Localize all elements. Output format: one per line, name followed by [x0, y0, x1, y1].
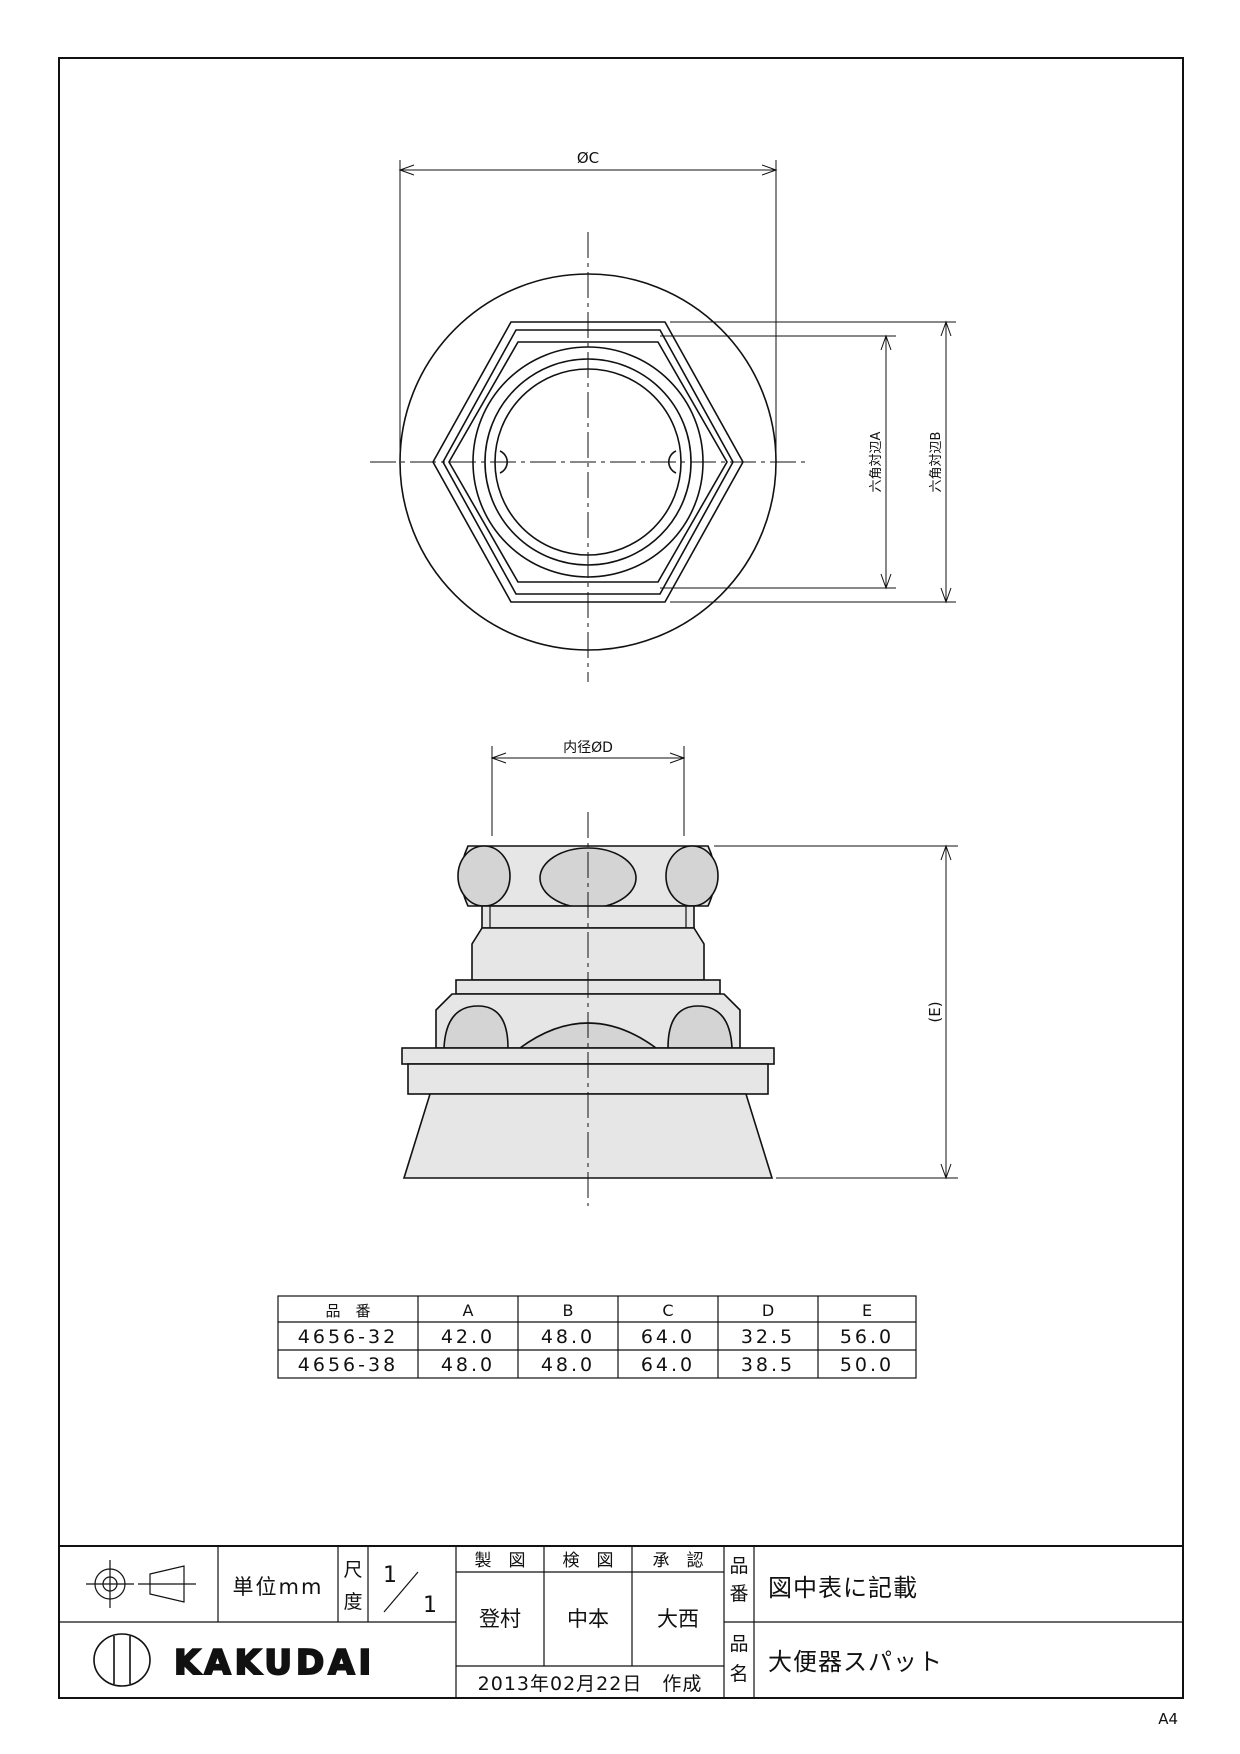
- part-name-label-1: 品: [729, 1633, 748, 1655]
- nut-window-right: [665, 845, 719, 907]
- spec-row2-d: 38.5: [741, 1354, 795, 1376]
- name-drafter: 登村: [479, 1607, 521, 1631]
- role-drafter: 製 図: [475, 1551, 526, 1571]
- dim-c-arrow-right: [761, 164, 778, 176]
- dim-e-arrow-top: [940, 844, 952, 861]
- nut-window-left: [457, 845, 511, 907]
- dim-d-label: 内径ØD: [563, 740, 613, 756]
- top-view: ØC 六角対辺A 六角対辺B: [370, 149, 956, 682]
- dim-b-label: 六角対辺B: [929, 432, 944, 493]
- dim-e-label: (E): [926, 1001, 944, 1022]
- scale-slash: [383, 1571, 419, 1613]
- title-block: 単位mm 尺 度 1 1 製 図 検 図 承 認 登村 中本 大西 2013年0…: [59, 1545, 1183, 1698]
- spec-header-a: A: [463, 1301, 474, 1320]
- part-name-value: 大便器スパット: [768, 1648, 943, 1676]
- spec-row1-d: 32.5: [741, 1326, 795, 1348]
- inner-hex-body: [448, 341, 728, 583]
- spec-row2-a: 48.0: [441, 1354, 495, 1376]
- dim-e-arrow-bottom: [940, 1163, 952, 1180]
- dim-b-arrow-bottom: [940, 587, 952, 604]
- spec-row2-c: 64.0: [641, 1354, 695, 1376]
- dim-a-label: 六角対辺A: [869, 431, 884, 492]
- spec-row2-b: 48.0: [541, 1354, 595, 1376]
- spec-table: 品 番 A B C D E 4656-32 42.0 48.0 64.0 32.…: [277, 1295, 917, 1379]
- spec-header-e: E: [862, 1301, 872, 1320]
- dim-c-arrow-left: [398, 164, 415, 176]
- spec-row1-c: 64.0: [641, 1326, 695, 1348]
- dim-a-arrow-top: [880, 334, 892, 351]
- scale-label-1: 尺: [343, 1559, 362, 1581]
- part-no-label-2: 番: [729, 1583, 748, 1605]
- role-checker: 検 図: [563, 1551, 614, 1571]
- paper-size-label: A4: [1158, 1710, 1178, 1728]
- lock-nut-face-left: [443, 1005, 509, 1049]
- lock-nut-face-right: [667, 1005, 733, 1049]
- dim-c-label: ØC: [577, 149, 599, 167]
- scale-label-2: 度: [343, 1591, 362, 1613]
- spec-table-border: [277, 1295, 917, 1379]
- part-no-value: 図中表に記載: [768, 1574, 918, 1602]
- role-approver: 承 認: [653, 1551, 704, 1571]
- spec-header-part-no: 品 番: [325, 1302, 370, 1320]
- dim-b-arrow-top: [940, 320, 952, 337]
- spec-header-d: D: [762, 1301, 774, 1320]
- spec-row1-b: 48.0: [541, 1326, 595, 1348]
- dim-d-arrow-right: [669, 752, 686, 764]
- scale-numerator: 1: [383, 1563, 397, 1588]
- part-no-label-1: 品: [729, 1555, 748, 1577]
- dim-d-arrow-left: [490, 752, 507, 764]
- spec-header-c: C: [662, 1301, 673, 1320]
- side-view: 内径ØD (E): [401, 740, 958, 1206]
- kakudai-logo-icon: [93, 1633, 151, 1687]
- projection-symbol-icon: [86, 1560, 196, 1608]
- dim-a-arrow-bottom: [880, 573, 892, 590]
- spec-row1-part-no: 4656-32: [298, 1326, 398, 1348]
- spec-row1-e: 56.0: [840, 1326, 894, 1348]
- name-checker: 中本: [567, 1607, 609, 1631]
- unit-label: 単位mm: [233, 1575, 324, 1599]
- creation-date: 2013年02月22日 作成: [478, 1673, 703, 1695]
- company-name: KAKUDAI: [174, 1643, 375, 1683]
- spec-header-b: B: [563, 1301, 574, 1320]
- name-approver: 大西: [657, 1607, 699, 1631]
- part-name-label-2: 名: [729, 1663, 748, 1685]
- spec-row2-e: 50.0: [840, 1354, 894, 1376]
- spec-row1-a: 42.0: [441, 1326, 495, 1348]
- spec-row2-part-no: 4656-38: [298, 1354, 398, 1376]
- scale-denominator: 1: [423, 1593, 437, 1618]
- drawing-frame: [58, 57, 1184, 1699]
